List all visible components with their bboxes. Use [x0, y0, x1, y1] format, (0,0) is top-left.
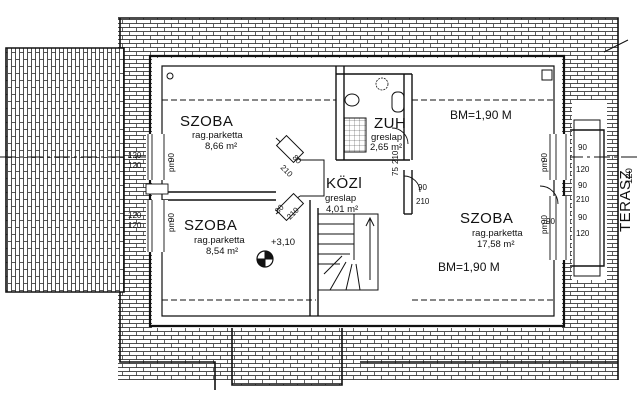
dim-left-win1-b: 90 — [167, 153, 176, 162]
dim-left-win2-a2: 120 — [128, 221, 142, 230]
dim-door-szoba-a: 90 — [546, 217, 555, 226]
room-name: ZUH — [374, 115, 406, 132]
room-floor: rag.parketta — [194, 235, 245, 246]
room-name: SZOBA — [460, 210, 513, 227]
dim-left-win2-c: pm — [167, 221, 176, 232]
room-area: 17,58 m² — [477, 239, 515, 250]
dim-door-kozl-a: 90 — [418, 183, 427, 192]
dim-right-win2-b: pm — [540, 223, 549, 234]
room-floor: rag.parketta — [192, 130, 243, 141]
room-szoba-2: SZOBA rag.parketta 8,54 m² — [184, 217, 245, 257]
dim-door-zuh-a: 75 — [391, 167, 400, 176]
room-name: SZOBA — [184, 217, 237, 234]
dim-terrace-3: 90 — [578, 181, 587, 190]
room-name: KÖZl — [326, 174, 362, 192]
dim-left-win2-a: 120 — [128, 211, 142, 220]
dim-right-win1-b: pm — [540, 161, 549, 172]
room-area: 8,66 m² — [205, 141, 237, 152]
staircase — [318, 213, 379, 291]
dim-terrace-5: 90 — [578, 213, 587, 222]
room-kozl: KÖZl greslap 4,01 m² — [325, 174, 362, 215]
roof-outline — [5, 17, 629, 390]
dim-terrace-2: 120 — [576, 165, 590, 174]
dim-terrace-4: 210 — [576, 195, 590, 204]
room-floor: greslap — [325, 193, 356, 204]
room-floor: rag.parketta — [472, 228, 523, 239]
room-area: 4,01 m² — [326, 204, 358, 215]
bm-bottom-label: BM=1,90 M — [438, 260, 500, 274]
room-area: 8,54 m² — [206, 246, 238, 257]
room-szoba-1: SZOBA rag.parketta 8,66 m² — [180, 113, 243, 152]
dim-door-kozl-b: 210 — [416, 197, 430, 206]
level-marker: +3,10 — [256, 237, 295, 268]
right-windows — [548, 119, 605, 277]
dim-left-win2-b: 90 — [167, 213, 176, 222]
dim-door-zuh-b: 210 — [391, 150, 400, 164]
bm-top-label: BM=1,90 M — [450, 108, 512, 122]
terrace-label: TERASZ — [617, 170, 634, 232]
terrace-dim: 120 — [624, 168, 635, 184]
room-name: SZOBA — [180, 113, 233, 130]
interior — [152, 58, 562, 328]
dim-terrace-1: 90 — [578, 143, 587, 152]
dim-terrace-6: 120 — [576, 229, 590, 238]
chimney-mark — [541, 69, 553, 81]
room-zuh: ZUH greslap 2,65 m² — [370, 115, 406, 153]
corner-mark — [166, 72, 174, 80]
level-mark: +3,10 — [271, 237, 295, 248]
dim-right-win1-a: 90 — [540, 153, 549, 162]
dim-left-win1-a2: 120 — [128, 161, 142, 170]
dim-right-win2-a: 90 — [540, 215, 549, 224]
bathroom-fixtures — [343, 77, 405, 153]
angled-doors — [275, 134, 325, 222]
room-szoba-3: SZOBA rag.parketta 17,58 m² — [460, 210, 523, 250]
room-area: 2,65 m² — [370, 142, 402, 153]
room-floor: greslap — [371, 132, 402, 143]
left-windows — [145, 134, 169, 252]
dim-left-win1-a: 120 — [128, 151, 142, 160]
dim-left-win1-c: pm — [167, 161, 176, 172]
